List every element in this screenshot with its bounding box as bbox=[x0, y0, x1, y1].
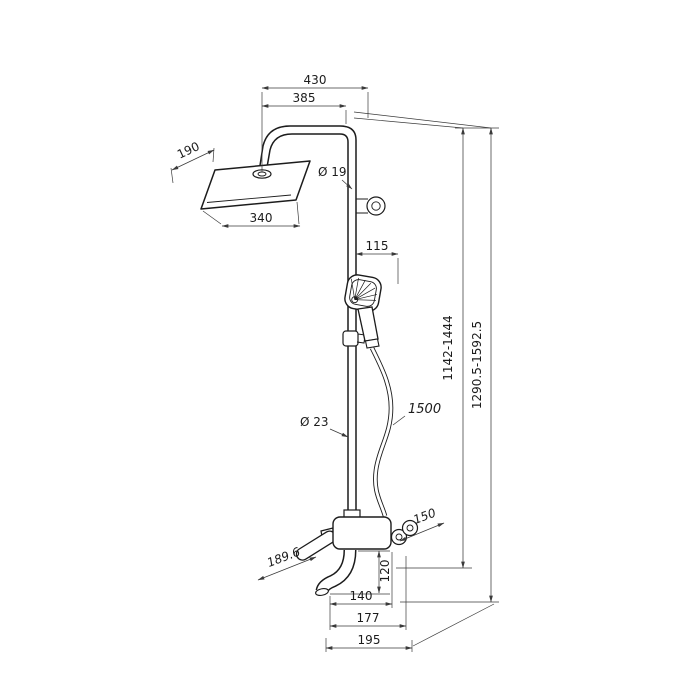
dim-head-depth-label: 190 bbox=[175, 139, 202, 161]
dim-riser-diameter-bottom: Ø 23 bbox=[300, 415, 349, 438]
dim-handle-length-label: 189.6 bbox=[265, 544, 302, 570]
hose-nut bbox=[364, 338, 380, 349]
hand-shower-handle bbox=[357, 306, 379, 342]
dim-spout-reach-label: 140 bbox=[350, 589, 373, 603]
tub-spout bbox=[315, 549, 357, 596]
dim-arm-projection-label: 385 bbox=[293, 91, 316, 105]
dim-head-width: 340 bbox=[202, 201, 301, 228]
dim-arm-projection: 385 bbox=[261, 91, 347, 124]
dim-arm-reach-label: 430 bbox=[304, 73, 327, 87]
dim-height-adjustable: 1142-1444 bbox=[441, 127, 465, 569]
hand-shower bbox=[344, 274, 382, 349]
mixer-body bbox=[332, 516, 392, 550]
dim-hose-length: 1500 bbox=[392, 402, 441, 426]
dim-arm-reach: 430 bbox=[261, 73, 369, 172]
head-thickness-line bbox=[206, 194, 292, 203]
dim-riser-diameter-bottom-label: Ø 23 bbox=[300, 415, 329, 429]
dim-riser-diameter-top-label: Ø 19 bbox=[318, 165, 347, 179]
dim-overall-depth-label: 195 bbox=[358, 633, 381, 647]
wall-fittings bbox=[390, 519, 419, 546]
spray-face-pattern bbox=[350, 277, 378, 301]
riser-pipe-and-arm bbox=[258, 125, 357, 512]
dim-hand-shower-offset: 115 bbox=[355, 239, 399, 284]
dim-mixer-depth-label: 177 bbox=[357, 611, 380, 625]
shower-hose bbox=[369, 346, 394, 517]
dim-riser-diameter-top: Ø 19 bbox=[318, 165, 353, 190]
wall-bracket bbox=[356, 196, 386, 216]
rain-shower-head bbox=[200, 160, 311, 210]
dim-head-width-label: 340 bbox=[250, 211, 273, 225]
dim-spout-drop: 120 bbox=[330, 550, 392, 595]
dim-overall-depth: 195 bbox=[325, 633, 413, 652]
dim-head-depth: 190 bbox=[170, 139, 215, 184]
dim-height-adjustable-label: 1142-1444 bbox=[441, 315, 455, 380]
dim-height-overall: 1290.5-1592.5 bbox=[470, 127, 493, 603]
hand-shower-holder bbox=[342, 330, 366, 347]
dim-hand-shower-offset-label: 115 bbox=[366, 239, 389, 253]
dim-mixer-depth: 177 bbox=[329, 556, 407, 630]
dim-height-overall-label: 1290.5-1592.5 bbox=[470, 321, 484, 409]
spout-outlet bbox=[315, 588, 329, 596]
dim-spout-reach: 140 bbox=[329, 552, 393, 630]
dim-hose-length-label: 1500 bbox=[408, 402, 441, 417]
dim-wall-fitting-span-label: 150 bbox=[411, 505, 438, 526]
dim-spout-drop-label: 120 bbox=[378, 560, 392, 583]
